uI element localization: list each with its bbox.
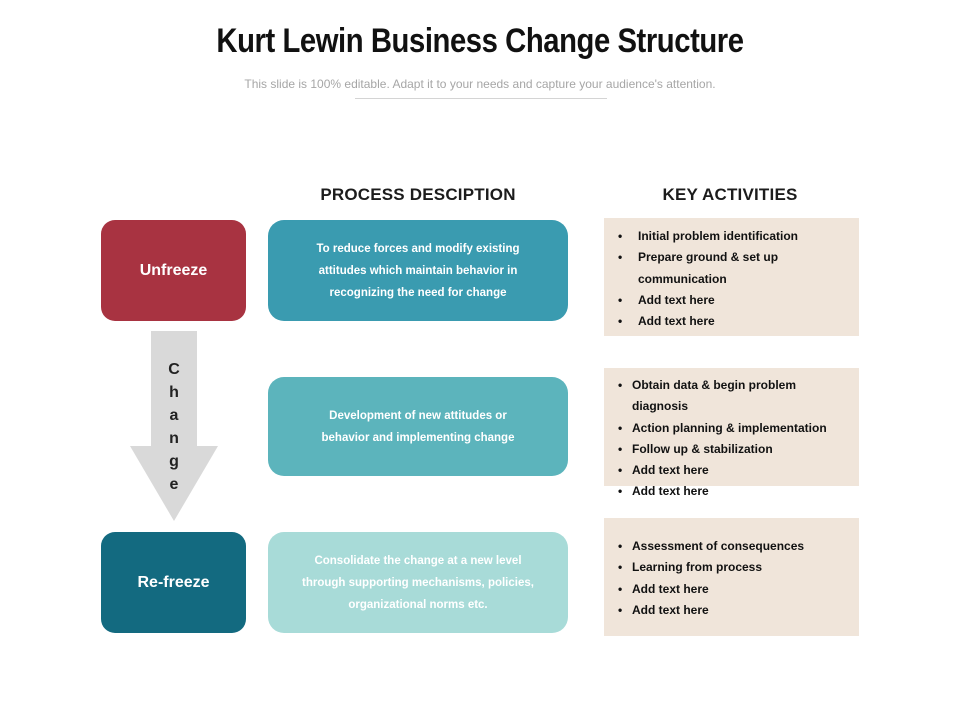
refreeze-box: Re-freeze (101, 532, 246, 633)
key-activities-header: KEY ACTIVITIES (662, 185, 798, 204)
change-letter: g (169, 453, 179, 470)
process-description-header: PROCESS DESCIPTION (320, 185, 516, 204)
description-line: recognizing the need for change (329, 286, 507, 299)
key-activities-unfreeze: •Initial problem identification •Prepare… (604, 218, 859, 336)
activity-item: •Add text here (618, 292, 715, 307)
slide-title: Kurt Lewin Business Change Structure (216, 22, 744, 60)
activity-item: •Obtain data & begin problem diagnosis (618, 378, 797, 414)
change-arrow-label: C h a n g e (164, 358, 184, 496)
change-letter: a (169, 407, 179, 424)
change-letter: e (169, 476, 179, 493)
unfreeze-label: Unfreeze (139, 261, 208, 279)
description-line: To reduce forces and modify existing (316, 242, 520, 255)
change-letter: n (169, 430, 179, 447)
activity-item: •Add text here (618, 602, 709, 617)
process-description-unfreeze: To reduce forces and modify existing att… (268, 220, 568, 321)
unfreeze-box: Unfreeze (101, 220, 246, 321)
activity-item: •Add text here (618, 484, 709, 499)
key-activities-change: •Obtain data & begin problem diagnosis •… (604, 368, 859, 498)
activity-item: •Add text here (618, 581, 709, 596)
activity-item: •Prepare ground & set up communication (618, 250, 779, 286)
description-line: through supporting mechanisms, policies, (302, 576, 534, 589)
description-line: attitudes which maintain behavior in (318, 264, 518, 277)
slide-subtitle: This slide is 100% editable. Adapt it to… (244, 77, 716, 91)
refreeze-label: Re-freeze (137, 573, 210, 591)
description-line: behavior and implementing change (321, 431, 515, 444)
process-description-change: Development of new attitudes or behavior… (268, 377, 568, 476)
key-activities-refreeze: •Assessment of consequences •Learning fr… (604, 518, 859, 636)
change-letter: C (168, 361, 180, 378)
description-line: organizational norms etc. (348, 598, 488, 611)
description-line: Consolidate the change at a new level (314, 554, 522, 567)
activity-item: •Learning from process (618, 560, 763, 575)
activity-item: •Follow up & stabilization (618, 441, 773, 456)
change-arrow (130, 331, 218, 521)
activity-item: •Initial problem identification (618, 229, 799, 243)
description-line: Development of new attitudes or (329, 409, 507, 422)
change-letter: h (169, 384, 179, 401)
process-description-refreeze: Consolidate the change at a new level th… (268, 532, 568, 633)
subtitle-divider (355, 98, 607, 99)
activity-item: •Assessment of consequences (618, 539, 805, 553)
activity-item: •Add text here (618, 314, 715, 329)
activity-item: •Action planning & implementation (618, 420, 827, 435)
activity-item: •Add text here (618, 463, 709, 478)
